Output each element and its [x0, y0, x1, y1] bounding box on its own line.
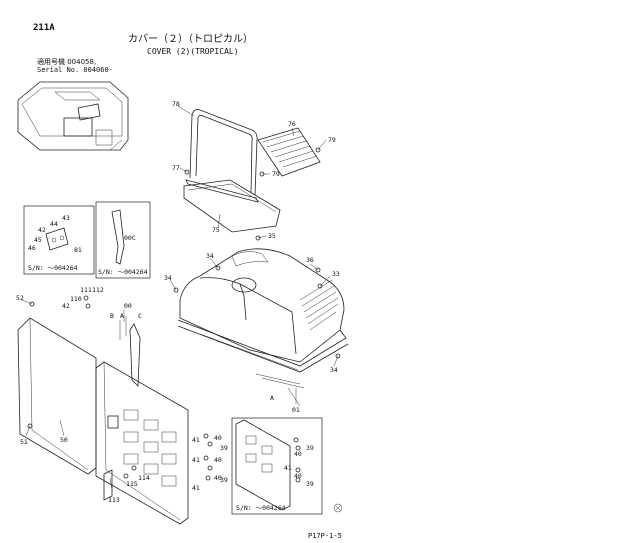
inset1-label-44: 44: [50, 220, 58, 228]
label-78: 78: [172, 100, 180, 108]
label-36: 36: [306, 256, 314, 264]
part-labels: 78 76 79 77 79 75 35 34 34 36 33 34 01 A…: [16, 100, 340, 512]
leader-lines: [21, 105, 339, 491]
label-39b: 39: [220, 476, 228, 484]
label-113: 113: [108, 496, 120, 504]
part-76-grating: [257, 127, 321, 177]
inset3-label-39: 39: [306, 444, 314, 452]
label-34a: 34: [206, 252, 214, 260]
label-B: B: [110, 312, 114, 320]
label-40b: 40: [214, 456, 222, 464]
inset1-label-45: 45: [34, 236, 42, 244]
label-111: 111: [80, 286, 92, 294]
label-A: A: [120, 312, 124, 320]
label-40c: 40: [214, 474, 222, 482]
inset-box-3: [231, 417, 323, 515]
inset2-serial-note: S/N: ～004264: [98, 268, 148, 276]
label-110: 110: [70, 295, 82, 303]
inset1-label-46: 46: [28, 244, 36, 252]
label-41a: 41: [192, 436, 200, 444]
inset1-serial-note: S/N: ～004264: [28, 264, 78, 272]
label-77: 77: [172, 164, 180, 172]
label-41b: 41: [192, 456, 200, 464]
title-english: COVER (2)(TROPICAL): [147, 47, 239, 56]
page-number: 211A: [33, 23, 55, 33]
label-A-cover: A: [270, 394, 274, 402]
label-00: 00: [124, 302, 132, 310]
inset-box-1: [23, 205, 95, 275]
label-75: 75: [212, 226, 220, 234]
label-115: 115: [126, 480, 138, 488]
label-40a: 40: [214, 434, 222, 442]
label-34c: 34: [330, 366, 338, 374]
label-114: 114: [138, 474, 150, 482]
label-01: 01: [292, 406, 300, 414]
label-79a: 79: [328, 136, 336, 144]
label-39a: 39: [220, 444, 228, 452]
label-76: 76: [288, 120, 296, 128]
machine-overview-drawing: [17, 81, 129, 151]
serial-line-2: Serial No. 004060-: [37, 66, 113, 74]
inset3-label-40: 40: [294, 450, 302, 458]
part-78-handrail: [185, 109, 259, 203]
label-79b: 79: [272, 170, 280, 178]
inset3-label-41: 41: [284, 464, 292, 472]
label-35: 35: [268, 232, 276, 240]
label-112: 112: [92, 286, 104, 294]
inset1-label-43: 43: [62, 214, 70, 222]
inset3-label-39b: 39: [306, 480, 314, 488]
serial-line-1: 適用号機 004058,: [37, 58, 97, 66]
label-34b-left: 34: [164, 274, 172, 282]
inset3-label-40b: 40: [294, 472, 302, 480]
inset3-serial-note: S/N: ～004264: [236, 504, 286, 512]
label-51: 51: [20, 438, 28, 446]
inset2-label-00C: 00C: [124, 234, 136, 242]
part-01-engine-cover: [177, 248, 349, 407]
label-52: 52: [16, 294, 24, 302]
label-50: 50: [60, 436, 68, 444]
part-50-side-panel: [17, 317, 97, 475]
inset1-label-42: 42: [38, 226, 46, 234]
title-japanese: カバー（２）（トロピカル）: [128, 34, 253, 45]
part-75-plate: [183, 179, 281, 233]
label-42: 42: [62, 302, 70, 310]
label-41c: 41: [192, 484, 200, 492]
inset1-label-81: 81: [74, 246, 82, 254]
bolt-markers: [27, 147, 343, 513]
footer-code: P17P-1-5: [308, 532, 342, 540]
part-00-door-panel: [95, 316, 189, 525]
inset-box-2: [95, 201, 151, 279]
label-33: 33: [332, 270, 340, 278]
label-C: C: [138, 312, 142, 320]
